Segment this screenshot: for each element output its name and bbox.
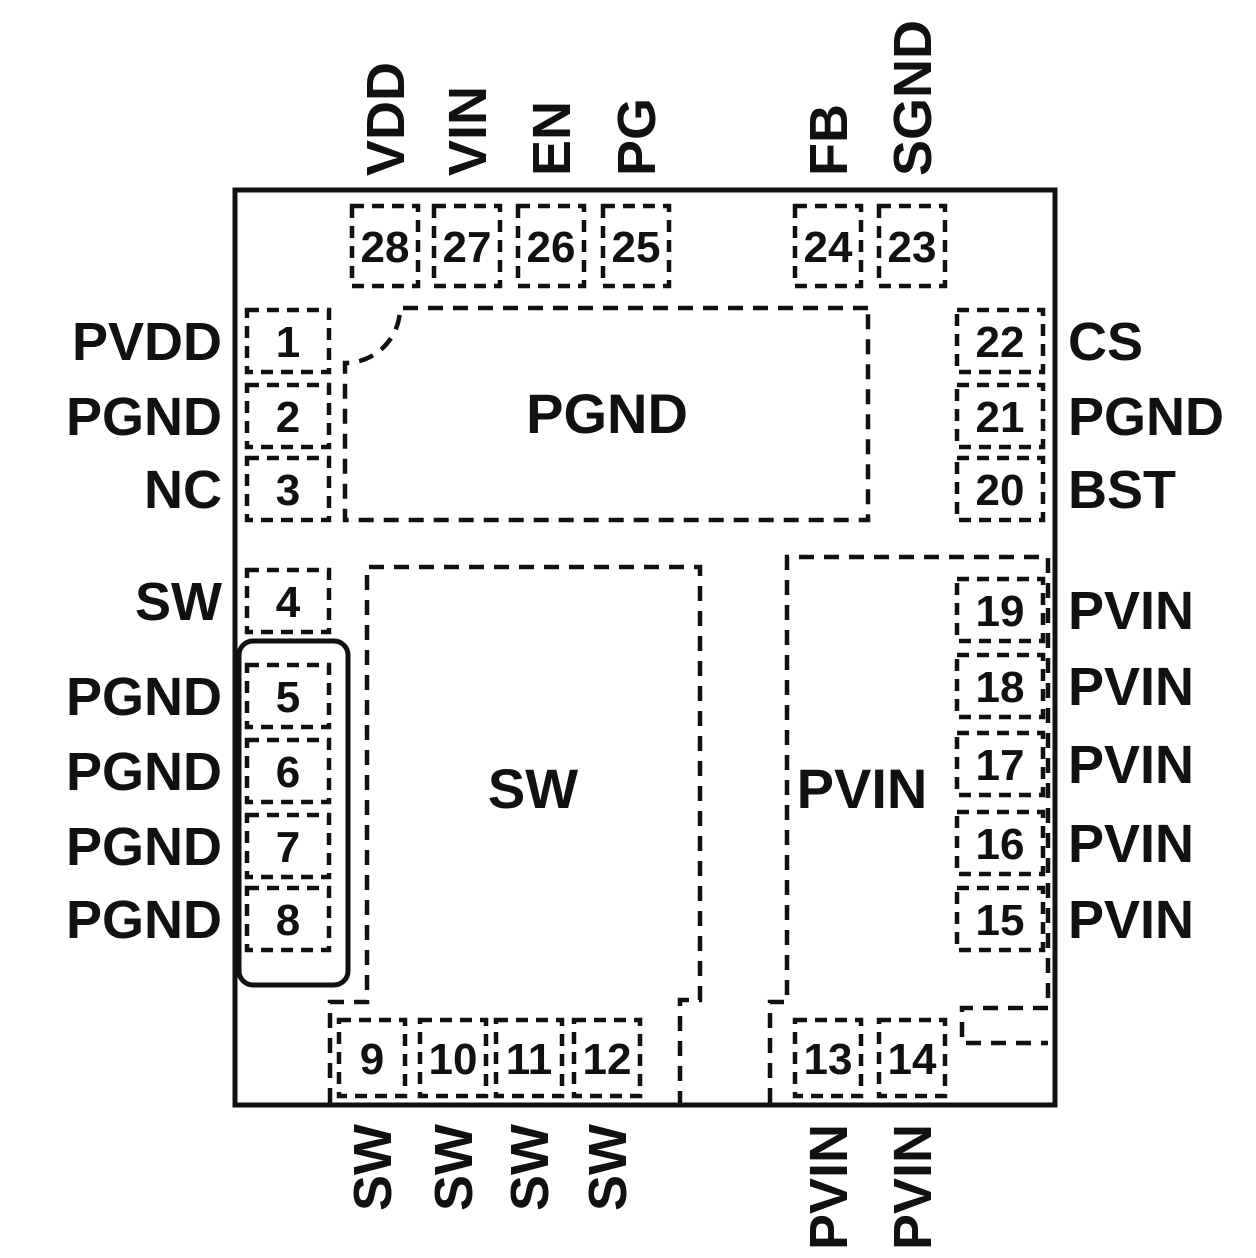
- pin-20-label: BST: [1068, 460, 1176, 520]
- pin-21-number: 21: [976, 393, 1025, 442]
- pin-16-label: PVIN: [1068, 814, 1194, 874]
- pin-14-box: [876, 1017, 948, 1099]
- pin-22-number: 22: [976, 318, 1025, 367]
- pin-12-box: [571, 1017, 643, 1099]
- pin-26-box: [515, 203, 587, 289]
- pin-4-number: 4: [276, 578, 301, 627]
- pin-5-box: [244, 662, 332, 730]
- pin-6-box: [244, 737, 332, 805]
- pin-20-box: [954, 455, 1046, 523]
- pin-8-number: 8: [276, 896, 300, 945]
- pin-26-number: 26: [527, 223, 576, 272]
- pin-7-number: 7: [276, 823, 300, 872]
- pin-23-label: SGND: [883, 20, 943, 176]
- pin-9-number: 9: [360, 1035, 384, 1084]
- pin-3-label: NC: [144, 460, 222, 520]
- pin-6-number: 6: [276, 748, 300, 797]
- pin-5-label: PGND: [66, 667, 222, 727]
- sw-pad-label: SW: [488, 757, 578, 820]
- pin-19-number: 19: [976, 587, 1025, 636]
- pin-24-box: [792, 203, 864, 289]
- pin-28-box: [349, 203, 421, 289]
- pin-18-number: 18: [976, 663, 1025, 712]
- pin-2-box: [244, 382, 332, 450]
- pin-9-box: [336, 1017, 408, 1099]
- pin-25-box: [600, 203, 672, 289]
- pvin-pad-label: PVIN: [797, 757, 928, 820]
- pin-12-number: 12: [583, 1035, 632, 1084]
- pin-25-label: PG: [607, 98, 667, 176]
- pin-11-number: 11: [506, 1035, 553, 1084]
- pin-10-label: SW: [424, 1124, 484, 1211]
- pin-10-box: [417, 1017, 489, 1099]
- pin-26-label: EN: [522, 101, 582, 176]
- pin-20-number: 20: [976, 466, 1025, 515]
- pin-21-label: PGND: [1068, 387, 1224, 447]
- pin-1-box: [244, 307, 332, 375]
- pvin-pad-outline: [767, 554, 1051, 1103]
- pin-11-box: [493, 1017, 565, 1099]
- pgnd-pins-group-outline: [236, 638, 351, 988]
- pin-22-label: CS: [1068, 312, 1143, 372]
- pgnd-pad-label: PGND: [526, 382, 688, 445]
- pin-6-label: PGND: [66, 742, 222, 802]
- pin-7-label: PGND: [66, 817, 222, 877]
- pin-8-box: [244, 885, 332, 953]
- pin-11-label: SW: [500, 1124, 560, 1211]
- pin-3-box: [244, 455, 332, 523]
- pin-16-number: 16: [976, 820, 1025, 869]
- pin-27-number: 27: [443, 223, 492, 272]
- pin-19-box: [954, 576, 1046, 644]
- pin-13-label: PVIN: [799, 1124, 859, 1250]
- pin-8-label: PGND: [66, 890, 222, 950]
- pin-15-label: PVIN: [1068, 890, 1194, 950]
- pin-4-box: [244, 567, 332, 635]
- sw-pad-outline: [327, 564, 703, 1103]
- pin-10-number: 10: [429, 1035, 478, 1084]
- pin-18-box: [954, 652, 1046, 720]
- pin-15-box: [954, 885, 1046, 953]
- pin-27-label: VIN: [438, 86, 498, 176]
- pin-17-number: 17: [976, 741, 1025, 790]
- pin-15-number: 15: [976, 896, 1025, 945]
- pin-3-number: 3: [276, 466, 300, 515]
- pin-17-label: PVIN: [1068, 735, 1194, 795]
- pin-13-number: 13: [804, 1035, 853, 1084]
- pin-23-number: 23: [888, 223, 937, 272]
- pin-27-box: [431, 203, 503, 289]
- pin-24-label: FB: [799, 104, 859, 176]
- pin-25-number: 25: [612, 223, 661, 272]
- pin-24-number: 24: [804, 223, 853, 272]
- pin-7-box: [244, 812, 332, 880]
- pin-22-box: [954, 307, 1046, 375]
- pin-23-box: [876, 203, 948, 289]
- pin-28-number: 28: [361, 223, 410, 272]
- pin-2-number: 2: [276, 393, 300, 442]
- package-outline: [232, 187, 1058, 1108]
- pgnd-pad-outline: [342, 305, 871, 523]
- pin-14-number: 14: [888, 1035, 937, 1084]
- pin-28-label: VDD: [356, 62, 416, 176]
- pin-5-number: 5: [276, 673, 300, 722]
- pin-4-label: SW: [135, 572, 222, 632]
- pin-13-box: [792, 1017, 864, 1099]
- pin-19-label: PVIN: [1068, 581, 1194, 641]
- pin-16-box: [954, 809, 1046, 877]
- pin-18-label: PVIN: [1068, 657, 1194, 717]
- pin-14-label: PVIN: [883, 1124, 943, 1250]
- pin-12-label: SW: [578, 1124, 638, 1211]
- pin-17-box: [954, 730, 1046, 798]
- pin-9-label: SW: [343, 1124, 403, 1211]
- pin-1-number: 1: [276, 318, 300, 367]
- pin-2-label: PGND: [66, 387, 222, 447]
- pin-21-box: [954, 382, 1046, 450]
- pin-1-label: PVDD: [72, 312, 222, 372]
